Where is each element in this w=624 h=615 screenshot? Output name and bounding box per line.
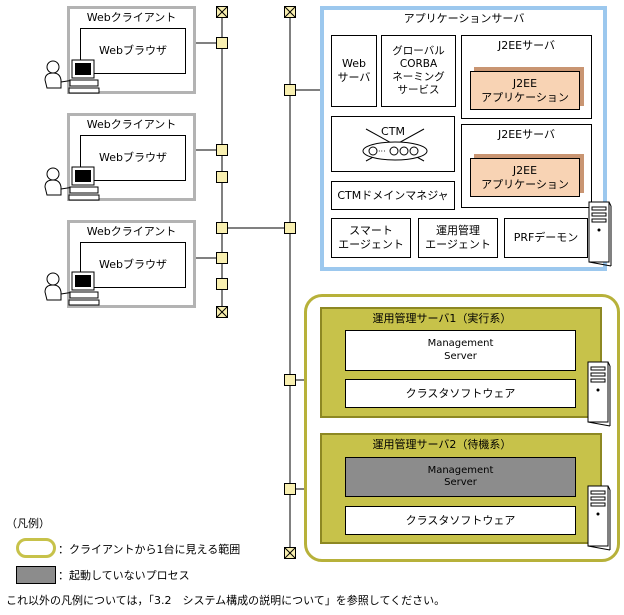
server-tower-icon — [587, 361, 611, 427]
legend-note: これ以外の凡例については，「3.2 システム構成の説明について」を参照してくださ… — [6, 594, 446, 607]
connection-node — [284, 483, 296, 495]
web-browser-box: Webブラウザ — [80, 28, 186, 74]
web-client-box: Webクライアント Webブラウザ — [67, 113, 196, 201]
web-client-box: Webクライアント Webブラウザ — [67, 6, 196, 94]
legend-oval-label: ：クライアントから1台に見える範囲 — [58, 543, 241, 556]
connection-node — [216, 37, 228, 49]
legend-title: （凡例） — [6, 517, 50, 530]
cluster-software-box: クラスタソフトウェア — [345, 506, 576, 535]
legend-gray-swatch — [16, 566, 56, 584]
web-server-box: Web サーバ — [331, 35, 377, 107]
connection-node — [216, 144, 228, 156]
connection-node — [284, 374, 296, 386]
legend-oval-swatch — [16, 538, 56, 558]
web-browser-box: Webブラウザ — [80, 242, 186, 288]
web-client-title: Webクライアント — [86, 10, 177, 24]
management-agent-box: 運用管理 エージェント — [418, 218, 498, 258]
terminator-icon — [284, 6, 296, 18]
j2ee-server-box: J2EEサーバ J2EE アプリケーション — [461, 124, 592, 208]
terminator-icon — [284, 547, 296, 559]
ctm-box: CTM ··· — [331, 116, 455, 172]
web-client-title: Webクライアント — [86, 117, 177, 131]
ctm-label: CTM — [381, 125, 405, 139]
user-pc-icon — [44, 271, 100, 306]
terminator-icon — [216, 6, 228, 18]
ctm-queue-icon: ··· — [362, 128, 428, 162]
prf-daemon-box: PRFデーモン — [504, 218, 588, 258]
svg-text:···: ··· — [378, 147, 386, 156]
app-server-title: アプリケーションサーバ — [403, 12, 525, 26]
connection-node — [216, 171, 228, 183]
connection-node — [284, 222, 296, 234]
smart-agent-box: スマート エージェント — [331, 218, 411, 258]
j2ee-server-box: J2EEサーバ J2EE アプリケーション — [461, 35, 592, 119]
server-tower-icon — [588, 201, 612, 267]
user-pc-icon — [44, 166, 100, 201]
management-server-2-title: 運用管理サーバ2（待機系） — [372, 438, 512, 452]
management-server-process: Management Server — [345, 330, 576, 371]
j2ee-application-box: J2EE アプリケーション — [470, 158, 580, 197]
terminator-icon — [216, 306, 228, 318]
management-server-1-title: 運用管理サーバ1（実行系） — [372, 312, 512, 326]
j2ee-server-title: J2EEサーバ — [497, 127, 556, 141]
management-server-process-inactive: Management Server — [345, 457, 576, 497]
web-client-box: Webクライアント Webブラウザ — [67, 220, 196, 308]
legend-gray-label: ：起動していないプロセス — [58, 569, 190, 582]
web-client-title: Webクライアント — [86, 224, 177, 238]
user-pc-icon — [44, 59, 100, 94]
server-tower-icon — [587, 485, 611, 551]
connection-node — [284, 84, 296, 96]
j2ee-server-title: J2EEサーバ — [497, 38, 556, 52]
connection-node — [216, 278, 228, 290]
web-browser-box: Webブラウザ — [80, 135, 186, 181]
global-corba-naming-box: グローバル CORBA ネーミング サービス — [381, 35, 456, 107]
ctm-domain-manager-box: CTMドメインマネジャ — [331, 181, 455, 210]
j2ee-application-box: J2EE アプリケーション — [470, 71, 580, 110]
connection-node — [216, 252, 228, 264]
connection-node — [216, 222, 228, 234]
cluster-software-box: クラスタソフトウェア — [345, 379, 576, 408]
